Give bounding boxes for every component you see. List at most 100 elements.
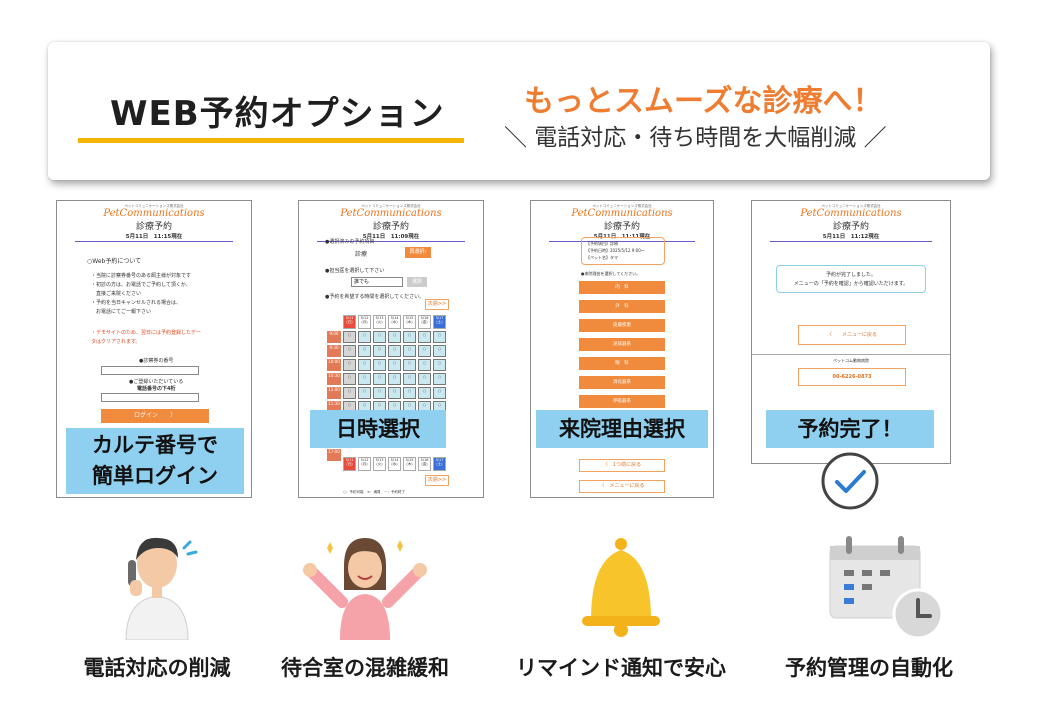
day-header: 5/16 (金)	[418, 315, 431, 329]
brand-logo: PetCommunications	[571, 208, 673, 219]
brand-small: ペットコミュニケーションズ株式会社	[592, 204, 652, 208]
selected-value: 診療	[355, 251, 368, 258]
divider	[770, 241, 932, 242]
login-button[interactable]: ログイン 〉	[101, 409, 209, 423]
time-slot[interactable]: ○	[388, 387, 401, 399]
reselect-button[interactable]: 再選択›	[405, 247, 431, 258]
time-slot[interactable]: ○	[343, 387, 356, 399]
hospital-phone[interactable]: 00-6226-0873	[798, 368, 906, 386]
reason-button[interactable]: 呼吸器系	[579, 395, 665, 408]
day-header: 5/15 (木)	[403, 457, 416, 471]
slot-legend: ○：予約可能 ×：満員 －：予約終了	[343, 490, 405, 494]
complete-message: 予約が完了しました。	[825, 272, 876, 278]
time-slot[interactable]: ○	[388, 373, 401, 385]
screen-title: 診療予約	[832, 222, 869, 232]
divider	[75, 241, 233, 242]
screen-datetime: ペットコミュニケーションズ株式会社 PetCommunications 診療予約…	[298, 200, 484, 498]
time-slot[interactable]: ○	[358, 387, 371, 399]
screen-title: 診療予約	[372, 222, 409, 232]
reason-button[interactable]: 眼 科	[579, 357, 665, 370]
time-slot[interactable]: ○	[403, 331, 416, 343]
hospital-name: ペットコム動物病院	[833, 358, 869, 363]
time-slot[interactable]: ○	[433, 331, 446, 343]
time-slot[interactable]: ○	[403, 359, 416, 371]
day-header: 5/12 (月)	[358, 457, 371, 471]
next-week-button[interactable]: 次週>>	[425, 475, 449, 486]
phone-digits-label: ●ご登録いただいている	[129, 379, 184, 385]
day-header: 5/11 (日)	[343, 315, 356, 329]
demo-warning: タはクリアされます。	[91, 339, 141, 345]
reason-button[interactable]: 泌尿器系	[579, 338, 665, 351]
day-header: 5/11 (日)	[343, 457, 356, 471]
happy-woman-icon	[303, 538, 427, 640]
back-button[interactable]: 〈 1つ前に戻る	[579, 459, 665, 472]
time-slot[interactable]: ○	[418, 387, 431, 399]
next-week-button[interactable]: 次週>>	[425, 299, 449, 310]
menu-button[interactable]: 〈 メニューに戻る	[579, 480, 665, 493]
time-slot[interactable]: ○	[388, 331, 401, 343]
note-line: ・初診の方は、お電話でご予約して頂くか、	[91, 282, 191, 288]
time-slot[interactable]: ○	[433, 359, 446, 371]
time-slot[interactable]: ○	[388, 359, 401, 371]
feature-label: 待合室の混雑緩和	[281, 656, 449, 680]
time-slot[interactable]: ○	[343, 345, 356, 357]
selected-label: ●選択済みの予約項目	[325, 239, 375, 245]
sub-catch-copy: ＼ 電話対応・待ち時間を大幅削減 ／	[504, 125, 887, 151]
time-slot[interactable]: ○	[373, 331, 386, 343]
card-number-input[interactable]	[101, 366, 199, 375]
day-header: 5/14 (水)	[388, 315, 401, 329]
time-slot[interactable]: ○	[433, 373, 446, 385]
time-slot[interactable]: ○	[358, 373, 371, 385]
doctor-select[interactable]: 誰でも	[351, 277, 403, 287]
day-header: 5/14 (水)	[388, 457, 401, 471]
day-header: 5/17 (土)	[433, 315, 446, 329]
brand-small: ペットコミュニケーションズ株式会社	[821, 204, 881, 208]
divider	[549, 241, 695, 242]
menu-button[interactable]: 〈 メニューに戻る	[798, 325, 906, 345]
time-slot[interactable]: ○	[358, 345, 371, 357]
phone-digits-input[interactable]	[101, 393, 199, 402]
reason-button[interactable]: 内 科	[579, 281, 665, 294]
screen-title: 診療予約	[603, 222, 640, 232]
time-slot[interactable]: ○	[343, 359, 356, 371]
time-slot[interactable]: ○	[418, 373, 431, 385]
caption-reason: 来院理由選択	[536, 410, 708, 448]
time-slot[interactable]: ○	[373, 359, 386, 371]
brand-logo: PetCommunications	[800, 208, 902, 219]
time-slot[interactable]: ○	[403, 345, 416, 357]
screen-date: 5月11日 11:15現在	[125, 234, 183, 240]
time-label: 9:00	[327, 331, 341, 343]
time-slot[interactable]: ○	[403, 373, 416, 385]
time-slot[interactable]: ○	[358, 359, 371, 371]
select-button[interactable]: 選択	[407, 277, 427, 287]
brand-small: ペットコミュニケーションズ株式会社	[124, 204, 184, 208]
page-title: WEB予約オプション	[110, 94, 445, 134]
day-header: 5/13 (火)	[373, 457, 386, 471]
time-label: 10:00	[327, 359, 341, 371]
day-header: 5/12 (月)	[358, 315, 371, 329]
time-slot[interactable]: ○	[358, 331, 371, 343]
title-underline	[78, 138, 464, 143]
time-slot[interactable]: ○	[343, 373, 356, 385]
day-header: 5/17 (土)	[433, 457, 446, 471]
time-slot[interactable]: ○	[433, 387, 446, 399]
time-slot[interactable]: ○	[418, 331, 431, 343]
day-header: 5/13 (火)	[373, 315, 386, 329]
time-slot[interactable]: ○	[388, 345, 401, 357]
time-slot[interactable]: ○	[373, 373, 386, 385]
note-line: 直接ご来院ください	[91, 291, 142, 297]
reason-button[interactable]: 外 科	[579, 300, 665, 313]
time-slot[interactable]: ○	[418, 359, 431, 371]
time-slot[interactable]: ○	[403, 387, 416, 399]
reason-button[interactable]: 消化器系	[579, 376, 665, 389]
time-slot[interactable]: ○	[343, 331, 356, 343]
doctor-label: ●担当医を選択して下さい	[325, 268, 385, 274]
time-slot[interactable]: ○	[418, 345, 431, 357]
reason-button[interactable]: 皮膚疾患	[579, 319, 665, 332]
brand-logo: PetCommunications	[340, 208, 442, 219]
checkmark-icon	[821, 452, 879, 510]
time-slot[interactable]: ○	[373, 387, 386, 399]
time-slot[interactable]: ○	[433, 345, 446, 357]
calendar-clock-icon	[829, 536, 944, 640]
time-slot[interactable]: ○	[373, 345, 386, 357]
